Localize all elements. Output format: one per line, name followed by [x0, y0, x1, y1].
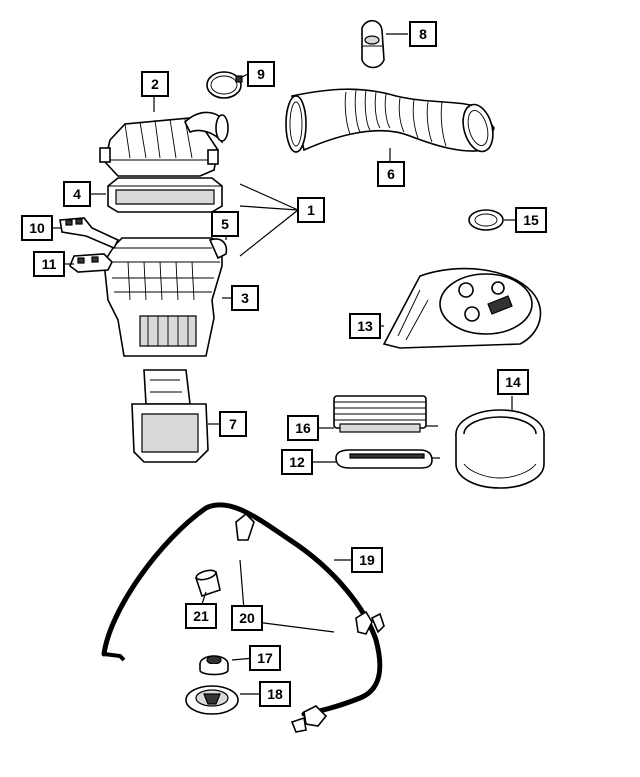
callout-10: 10: [21, 215, 53, 241]
grommet-17: [199, 655, 229, 676]
svg-text:20: 20: [239, 610, 255, 626]
svg-text:19: 19: [359, 552, 375, 568]
callout-7: 7: [219, 411, 247, 437]
svg-text:15: 15: [523, 212, 539, 228]
callout-4: 4: [63, 181, 91, 207]
svg-text:18: 18: [267, 686, 283, 702]
callout-14: 14: [497, 369, 529, 395]
callout-5: 5: [211, 211, 239, 237]
air-cleaner-housing: [103, 237, 228, 357]
callout-18: 18: [259, 681, 291, 707]
svg-text:10: 10: [29, 220, 45, 236]
callout-16: 16: [287, 415, 319, 441]
air-filter-element: [107, 177, 223, 213]
hose-clamp: [206, 71, 243, 99]
callout-8: 8: [409, 21, 437, 47]
svg-text:17: 17: [257, 650, 273, 666]
cover-plate: [382, 267, 542, 349]
inlet-duct: [131, 369, 209, 463]
svg-text:4: 4: [73, 186, 81, 202]
callout-19: 19: [351, 547, 383, 573]
svg-text:13: 13: [357, 318, 373, 334]
svg-text:12: 12: [289, 454, 305, 470]
svg-text:7: 7: [229, 416, 237, 432]
callout-13: 13: [349, 313, 381, 339]
svg-text:14: 14: [505, 374, 521, 390]
callout-15: 15: [515, 207, 547, 233]
grommet-15: [468, 209, 504, 231]
svg-text:1: 1: [307, 202, 315, 218]
callout-1: 1: [297, 197, 325, 223]
svg-text:9: 9: [257, 66, 265, 82]
retainer-18: [185, 685, 239, 715]
spacer-21: [194, 569, 221, 598]
callout-20: 20: [231, 605, 263, 631]
bracket-upper: [59, 217, 120, 250]
bracket-lower: [69, 253, 113, 273]
callout-6: 6: [377, 161, 405, 187]
callout-21: 21: [185, 603, 217, 629]
svg-text:3: 3: [241, 290, 249, 306]
filter-pad: [333, 395, 438, 433]
seal-ring: [455, 409, 545, 489]
callout-12: 12: [281, 449, 313, 475]
callout-9: 9: [247, 61, 275, 87]
svg-text:8: 8: [419, 26, 427, 42]
filter-strip: [335, 449, 440, 469]
svg-text:21: 21: [193, 608, 209, 624]
callout-11: 11: [33, 251, 65, 277]
svg-text:11: 11: [42, 256, 57, 272]
cap-fitting: [361, 19, 385, 69]
intake-hose: [285, 88, 495, 153]
cable-harness: [101, 502, 385, 733]
svg-text:6: 6: [387, 166, 395, 182]
callout-2: 2: [141, 71, 169, 97]
callout-17: 17: [249, 645, 281, 671]
callout-3: 3: [231, 285, 259, 311]
air-cleaner-cover: [99, 111, 229, 177]
svg-text:16: 16: [295, 420, 311, 436]
svg-text:5: 5: [221, 216, 229, 232]
svg-text:2: 2: [151, 76, 159, 92]
